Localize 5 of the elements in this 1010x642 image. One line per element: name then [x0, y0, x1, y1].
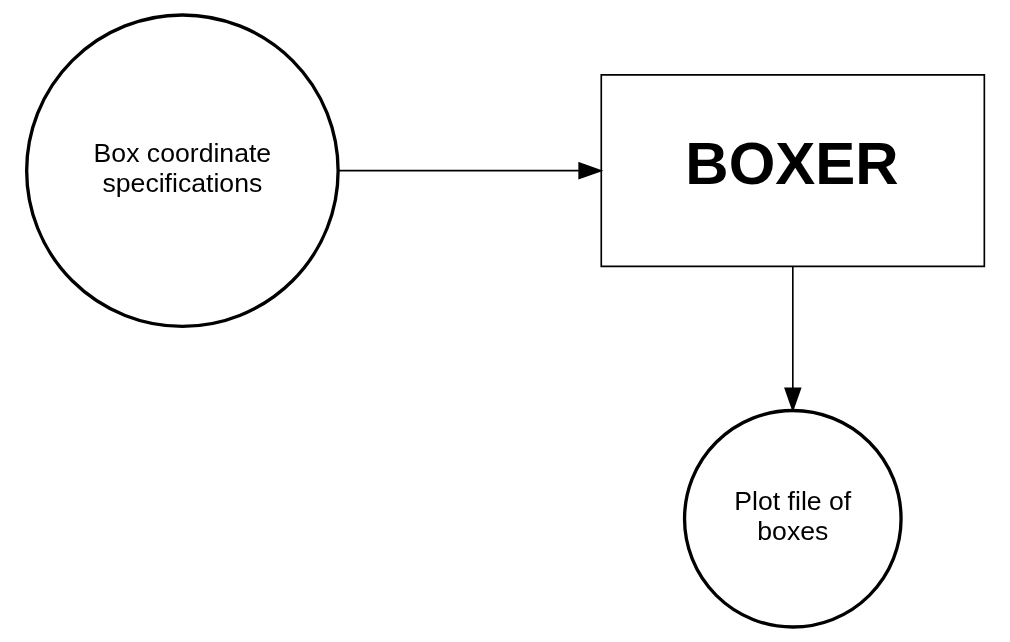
- arrow: [337, 161, 603, 180]
- node-circle: Box coordinate specifications: [24, 13, 340, 329]
- node-circle: Plot file of boxes: [682, 408, 903, 629]
- arrow: [783, 265, 802, 413]
- node-box: BOXER: [599, 74, 985, 268]
